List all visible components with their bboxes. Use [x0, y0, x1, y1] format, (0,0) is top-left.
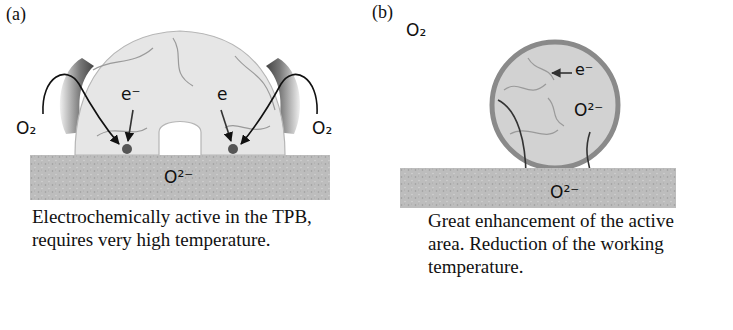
- species-label: O²⁻: [550, 182, 579, 202]
- gas-label: O₂: [312, 118, 332, 138]
- electrolyte-slab: O²⁻: [400, 168, 676, 208]
- electrolyte-slab: O²⁻: [30, 155, 330, 200]
- cathode-particle-outline: [75, 28, 285, 155]
- grain-boundary: [173, 38, 193, 86]
- species-label: e⁻: [575, 60, 593, 79]
- grain-boundary: [510, 130, 558, 134]
- species-label: O²⁻: [574, 100, 603, 120]
- oxygen-path-arrow: [241, 74, 317, 144]
- tpb-site: [122, 144, 132, 154]
- grain-boundary: [97, 128, 147, 136]
- mixed-conductor-particle: [492, 42, 618, 168]
- grain-boundary: [548, 98, 564, 126]
- grain-boundary: [528, 58, 554, 80]
- species-label: O²⁻: [164, 167, 193, 187]
- oxide-ion-arrow: [498, 100, 526, 178]
- cathode-particle: e⁻ e: [75, 28, 285, 155]
- panel-label: (a): [6, 4, 26, 26]
- grain-boundary: [235, 56, 275, 110]
- grain-boundary: [504, 84, 546, 90]
- caption-text: Electrochemically active in the TPB, req…: [32, 206, 312, 252]
- gas-label: O₂: [406, 20, 426, 40]
- oxygen-path-arrow: [43, 74, 119, 144]
- electrolyte-layer: [30, 155, 330, 200]
- panel-label: (b): [372, 2, 393, 24]
- species-label: e⁻: [121, 84, 140, 104]
- electrolyte-layer: [400, 168, 676, 208]
- species-label: e: [217, 84, 227, 104]
- electronic-conductor-particle: [75, 31, 285, 155]
- electron-arrow: [552, 72, 572, 74]
- gas-label: O₂: [16, 118, 36, 138]
- electrolyte-gap: [676, 168, 679, 208]
- grain-boundary: [93, 48, 153, 70]
- mixed-conductor-particle: e⁻ O²⁻: [488, 38, 622, 172]
- electrolyte-slab-outline: [400, 168, 676, 208]
- electron-arrow: [221, 110, 231, 141]
- electron-arrow: [128, 110, 133, 141]
- grain-boundary: [225, 126, 270, 130]
- caption-text: Great enhancement of the active area. Re…: [428, 210, 698, 278]
- tpb-site: [228, 144, 238, 154]
